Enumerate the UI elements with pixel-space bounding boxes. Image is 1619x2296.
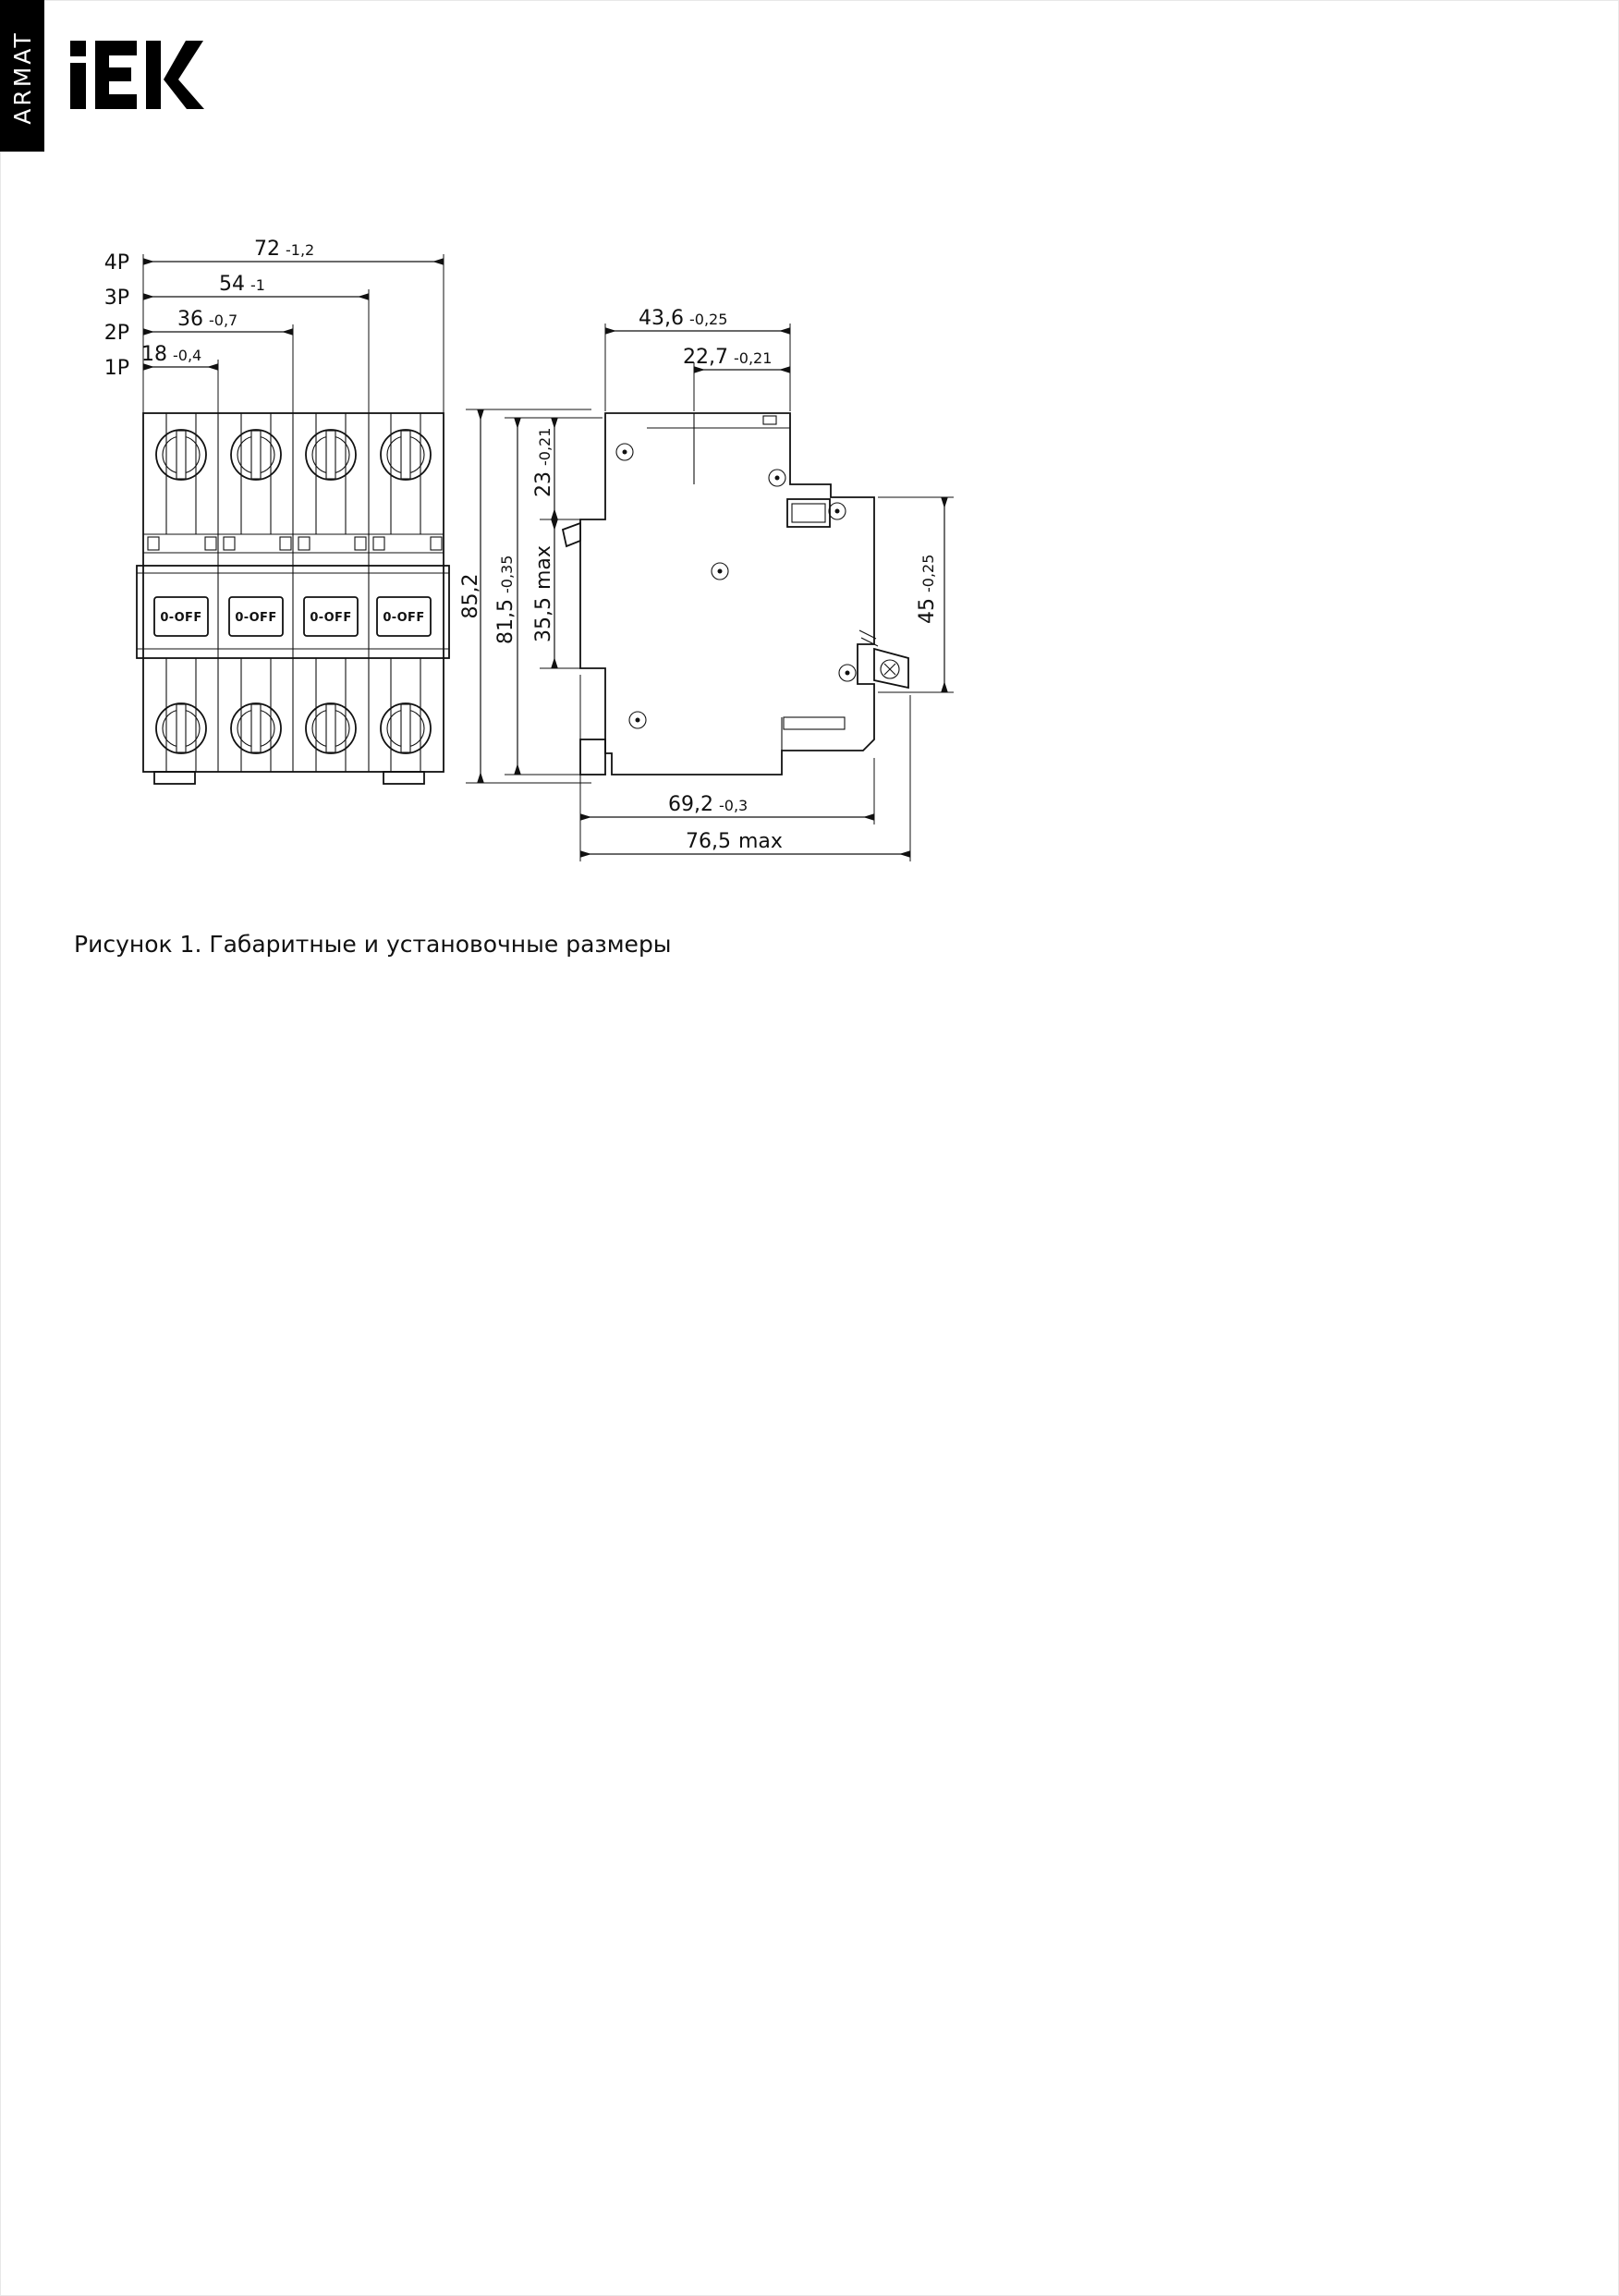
dim-body-height: 81,5 bbox=[494, 599, 517, 644]
side-view-dimensions: 43,6 -0,25 22,7 -0,21 85,2 81,5 -0,35 23… bbox=[459, 307, 954, 861]
front-bottom-jaw bbox=[579, 739, 606, 776]
toggle-label: 0-OFF bbox=[235, 611, 276, 625]
toggle-lever-side bbox=[561, 521, 581, 548]
terminal-screw-top-4 bbox=[380, 429, 432, 481]
clip-spring bbox=[858, 629, 879, 647]
dim-width-3p-tol: -1 bbox=[250, 276, 265, 294]
terminal-screw-top-2 bbox=[230, 429, 282, 481]
module-dividers bbox=[217, 413, 370, 772]
dim-max-depth-suffix: max bbox=[738, 830, 783, 853]
terminal-cage-lines bbox=[165, 413, 421, 772]
terminal-screw-bottom-3 bbox=[305, 702, 357, 754]
dim-top-depth-tol: -0,25 bbox=[689, 311, 727, 328]
front-view: 0-OFF 0-OFF 0-OFF 0-OFF bbox=[136, 412, 450, 785]
dim-body-depth: 69,2 bbox=[668, 793, 713, 816]
dim-overall-height: 85,2 bbox=[459, 574, 482, 619]
dim-width-1p: 18 bbox=[141, 343, 167, 366]
dim-upper-depth-tol: -0,21 bbox=[734, 349, 772, 367]
dim-width-3p: 54 bbox=[219, 273, 245, 296]
dim-upper-depth: 22,7 bbox=[683, 346, 728, 369]
toggle-label: 0-OFF bbox=[310, 611, 351, 625]
top-detail bbox=[762, 415, 777, 425]
rail-slot-detail bbox=[783, 716, 846, 730]
toggle-label: 0-OFF bbox=[383, 611, 424, 625]
dim-max-depth: 76,5 bbox=[686, 830, 731, 853]
pole-label-3p: 3P bbox=[104, 287, 129, 310]
terminal-screw-top-3 bbox=[305, 429, 357, 481]
figure-caption: Рисунок 1. Габаритные и установочные раз… bbox=[74, 931, 672, 958]
toggle-label: 0-OFF bbox=[160, 611, 201, 625]
side-view bbox=[561, 412, 909, 776]
dim-din-height: 45 bbox=[916, 598, 939, 624]
iek-logo bbox=[70, 41, 204, 109]
din-jaw-detail-outer bbox=[786, 498, 831, 528]
brand-bar: ARMAT bbox=[0, 0, 44, 152]
terminal-screw-bottom-2 bbox=[230, 702, 282, 754]
dim-width-4p-tol: -1,2 bbox=[286, 241, 314, 259]
din-clip-tab-right bbox=[383, 771, 425, 785]
bezel-lines bbox=[137, 572, 449, 650]
toggle-switch-4: 0-OFF bbox=[376, 596, 432, 637]
front-view-dimensions: 4P 3P 2P 1P 72 -1,2 54 -1 36 -0,7 18 -0,… bbox=[104, 238, 444, 413]
dim-width-4p: 72 bbox=[254, 238, 280, 261]
dim-width-1p-tol: -0,4 bbox=[173, 347, 201, 364]
series-label: ARMAT bbox=[9, 31, 36, 124]
dim-front-section-suffix: max bbox=[532, 545, 555, 590]
pole-label-1p: 1P bbox=[104, 357, 129, 380]
dim-top-depth: 43,6 bbox=[639, 307, 684, 330]
dim-body-depth-tol: -0,3 bbox=[719, 797, 748, 814]
pole-label-2p: 2P bbox=[104, 322, 129, 345]
front-bezel bbox=[136, 565, 450, 659]
terminal-screw-bottom-1 bbox=[155, 702, 207, 754]
side-seam-lines bbox=[647, 413, 790, 751]
rivets bbox=[615, 443, 857, 729]
dim-body-height-tol: -0,35 bbox=[498, 556, 516, 593]
terminal-shutters bbox=[147, 536, 443, 551]
dim-top-section-tol: -0,21 bbox=[536, 428, 554, 466]
din-clip-tab-left bbox=[153, 771, 196, 785]
dim-width-2p-tol: -0,7 bbox=[209, 311, 237, 329]
din-jaw-detail-inner bbox=[791, 503, 826, 523]
dim-front-section: 35,5 bbox=[532, 597, 555, 642]
dim-width-2p: 36 bbox=[177, 308, 203, 331]
band-lines bbox=[143, 533, 444, 554]
toggle-switch-2: 0-OFF bbox=[228, 596, 284, 637]
toggle-switch-1: 0-OFF bbox=[153, 596, 209, 637]
dim-top-section: 23 bbox=[532, 471, 555, 497]
terminal-screw-bottom-4 bbox=[380, 702, 432, 754]
breaker-body-side-outline bbox=[579, 412, 875, 776]
din-rail-clip bbox=[858, 629, 909, 690]
pole-label-4p: 4P bbox=[104, 251, 129, 275]
brand-bar-background bbox=[0, 0, 44, 152]
terminal-screw-top-1 bbox=[155, 429, 207, 481]
toggle-switch-3: 0-OFF bbox=[303, 596, 359, 637]
dim-din-height-tol: -0,25 bbox=[919, 555, 937, 592]
